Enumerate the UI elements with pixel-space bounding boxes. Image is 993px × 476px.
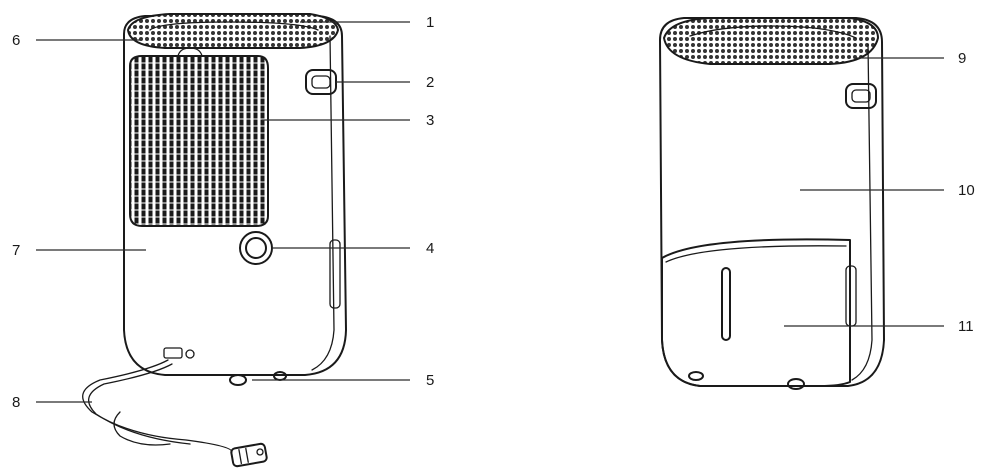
- front-wheel: [229, 374, 247, 386]
- water-tank-outline: [661, 238, 851, 387]
- front-body-outline: [123, 15, 347, 376]
- callout-7: 7: [12, 242, 20, 259]
- callout-9: 9: [958, 50, 966, 67]
- callout-11: 11: [958, 318, 974, 335]
- rear-view-unit: [659, 17, 885, 390]
- front-view-unit: [82, 13, 347, 468]
- callout-1: 1: [426, 14, 434, 31]
- water-level-window: [721, 267, 731, 341]
- front-air-grille: [129, 55, 269, 227]
- leader-lines: [36, 21, 944, 403]
- callout-6: 6: [12, 32, 20, 49]
- callout-10: 10: [958, 182, 975, 199]
- callout-2: 2: [426, 74, 434, 91]
- power-cord: [82, 359, 233, 453]
- callout-5: 5: [426, 372, 434, 389]
- front-side-handle: [305, 69, 337, 95]
- callout-4: 4: [426, 240, 434, 257]
- front-top-vent: [126, 13, 340, 49]
- front-indicator: [239, 231, 273, 265]
- callout-labels: 1 2 3 4 5 6 7 8 9 10 11: [12, 14, 975, 411]
- callout-8: 8: [12, 394, 20, 411]
- callout-3: 3: [426, 112, 434, 129]
- rear-top-vent: [662, 17, 880, 65]
- power-plug: [230, 442, 268, 468]
- rear-side-handle: [845, 83, 877, 109]
